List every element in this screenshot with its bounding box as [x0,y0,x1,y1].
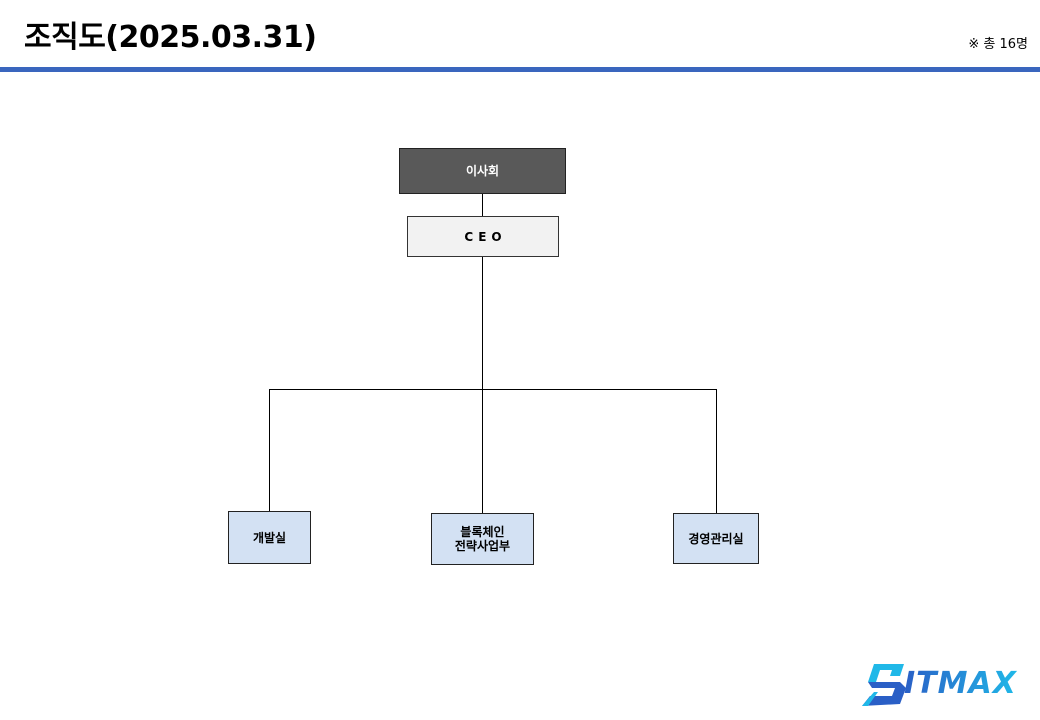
org-node-blockchain-strategy: 블록체인 전략사업부 [431,513,534,565]
org-node-blockchain-strategy-label: 블록체인 전략사업부 [454,525,511,553]
org-node-ceo-label: CEO [464,229,507,244]
org-node-board: 이사회 [399,148,566,194]
bitmax-wordmark: ITMAX [904,666,1017,701]
bitmax-logo: ITMAX [860,662,1030,708]
total-headcount: ※ 총 16명 [968,37,1028,52]
org-node-development-label: 개발실 [252,530,287,545]
bitmax-b-logo-icon [862,664,906,706]
org-node-board-label: 이사회 [465,164,500,178]
org-node-development: 개발실 [228,511,311,564]
page-title: 조직도(2025.03.31) [24,20,317,55]
org-node-management: 경영관리실 [673,513,759,564]
header-divider [0,67,1040,72]
org-node-ceo: CEO [407,216,559,257]
org-node-management-label: 경영관리실 [688,531,744,546]
